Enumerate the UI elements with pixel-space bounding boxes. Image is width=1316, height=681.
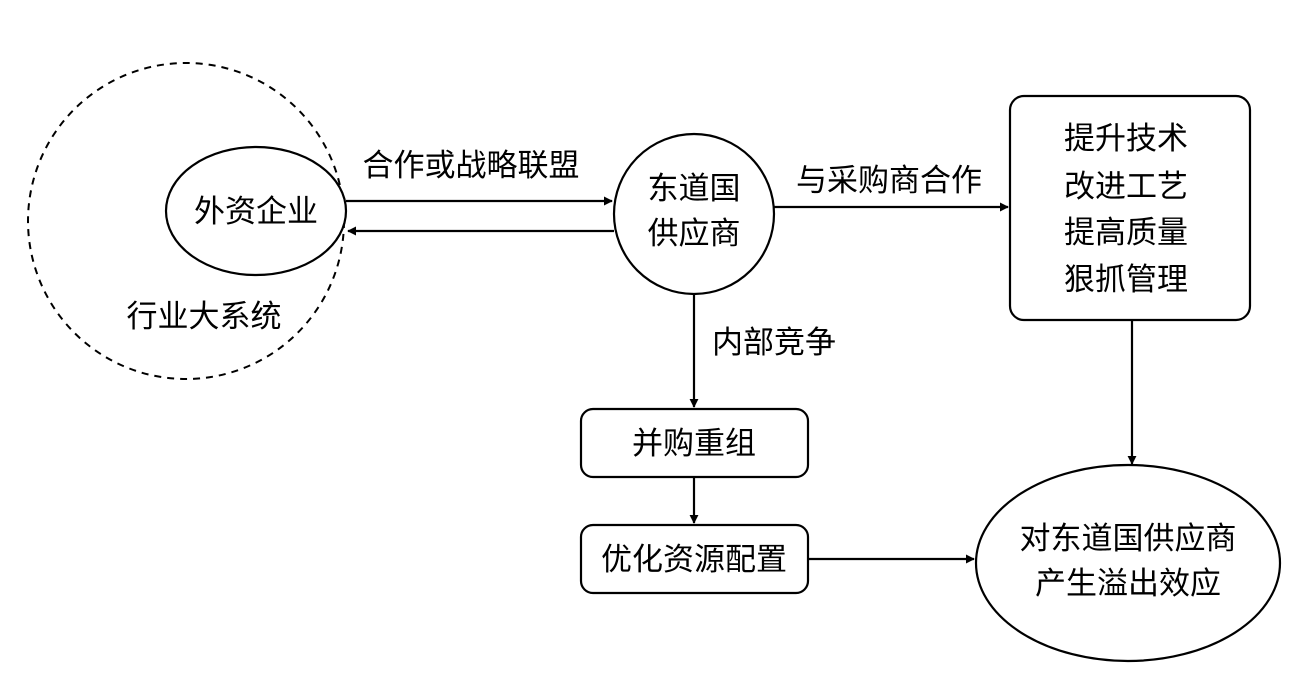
improvement-line4: 狠抓管理 xyxy=(1064,262,1188,298)
improvement-line2: 改进工艺 xyxy=(1064,169,1188,205)
host-supplier-label-line1: 东道国 xyxy=(648,171,741,207)
edge-label-internal-competition: 内部竞争 xyxy=(712,325,836,361)
spillover-line2: 产生溢出效应 xyxy=(1035,566,1221,602)
host-supplier-node: 东道国 供应商 xyxy=(612,132,776,296)
optimize-resources-box: 优化资源配置 xyxy=(579,523,810,595)
merger-label: 并购重组 xyxy=(632,426,756,462)
improvement-line1: 提升技术 xyxy=(1064,121,1188,157)
merger-box: 并购重组 xyxy=(579,407,810,479)
foreign-enterprise-label: 外资企业 xyxy=(194,194,318,230)
spillover-line1: 对东道国供应商 xyxy=(1020,521,1237,557)
edge-label-cooperation-alliance: 合作或战略联盟 xyxy=(363,148,580,184)
spillover-node: 对东道国供应商 产生溢出效应 xyxy=(974,463,1282,663)
improvement-box: 提升技术 改进工艺 提高质量 狠抓管理 xyxy=(1008,94,1252,322)
host-supplier-label-line2: 供应商 xyxy=(648,216,741,252)
optimize-resources-label: 优化资源配置 xyxy=(601,542,787,578)
improvement-line3: 提高质量 xyxy=(1064,215,1188,251)
industry-system-label: 行业大系统 xyxy=(127,299,282,335)
edge-label-cooperate-with-buyer: 与采购商合作 xyxy=(796,163,982,199)
foreign-enterprise-node: 外资企业 xyxy=(164,145,348,277)
